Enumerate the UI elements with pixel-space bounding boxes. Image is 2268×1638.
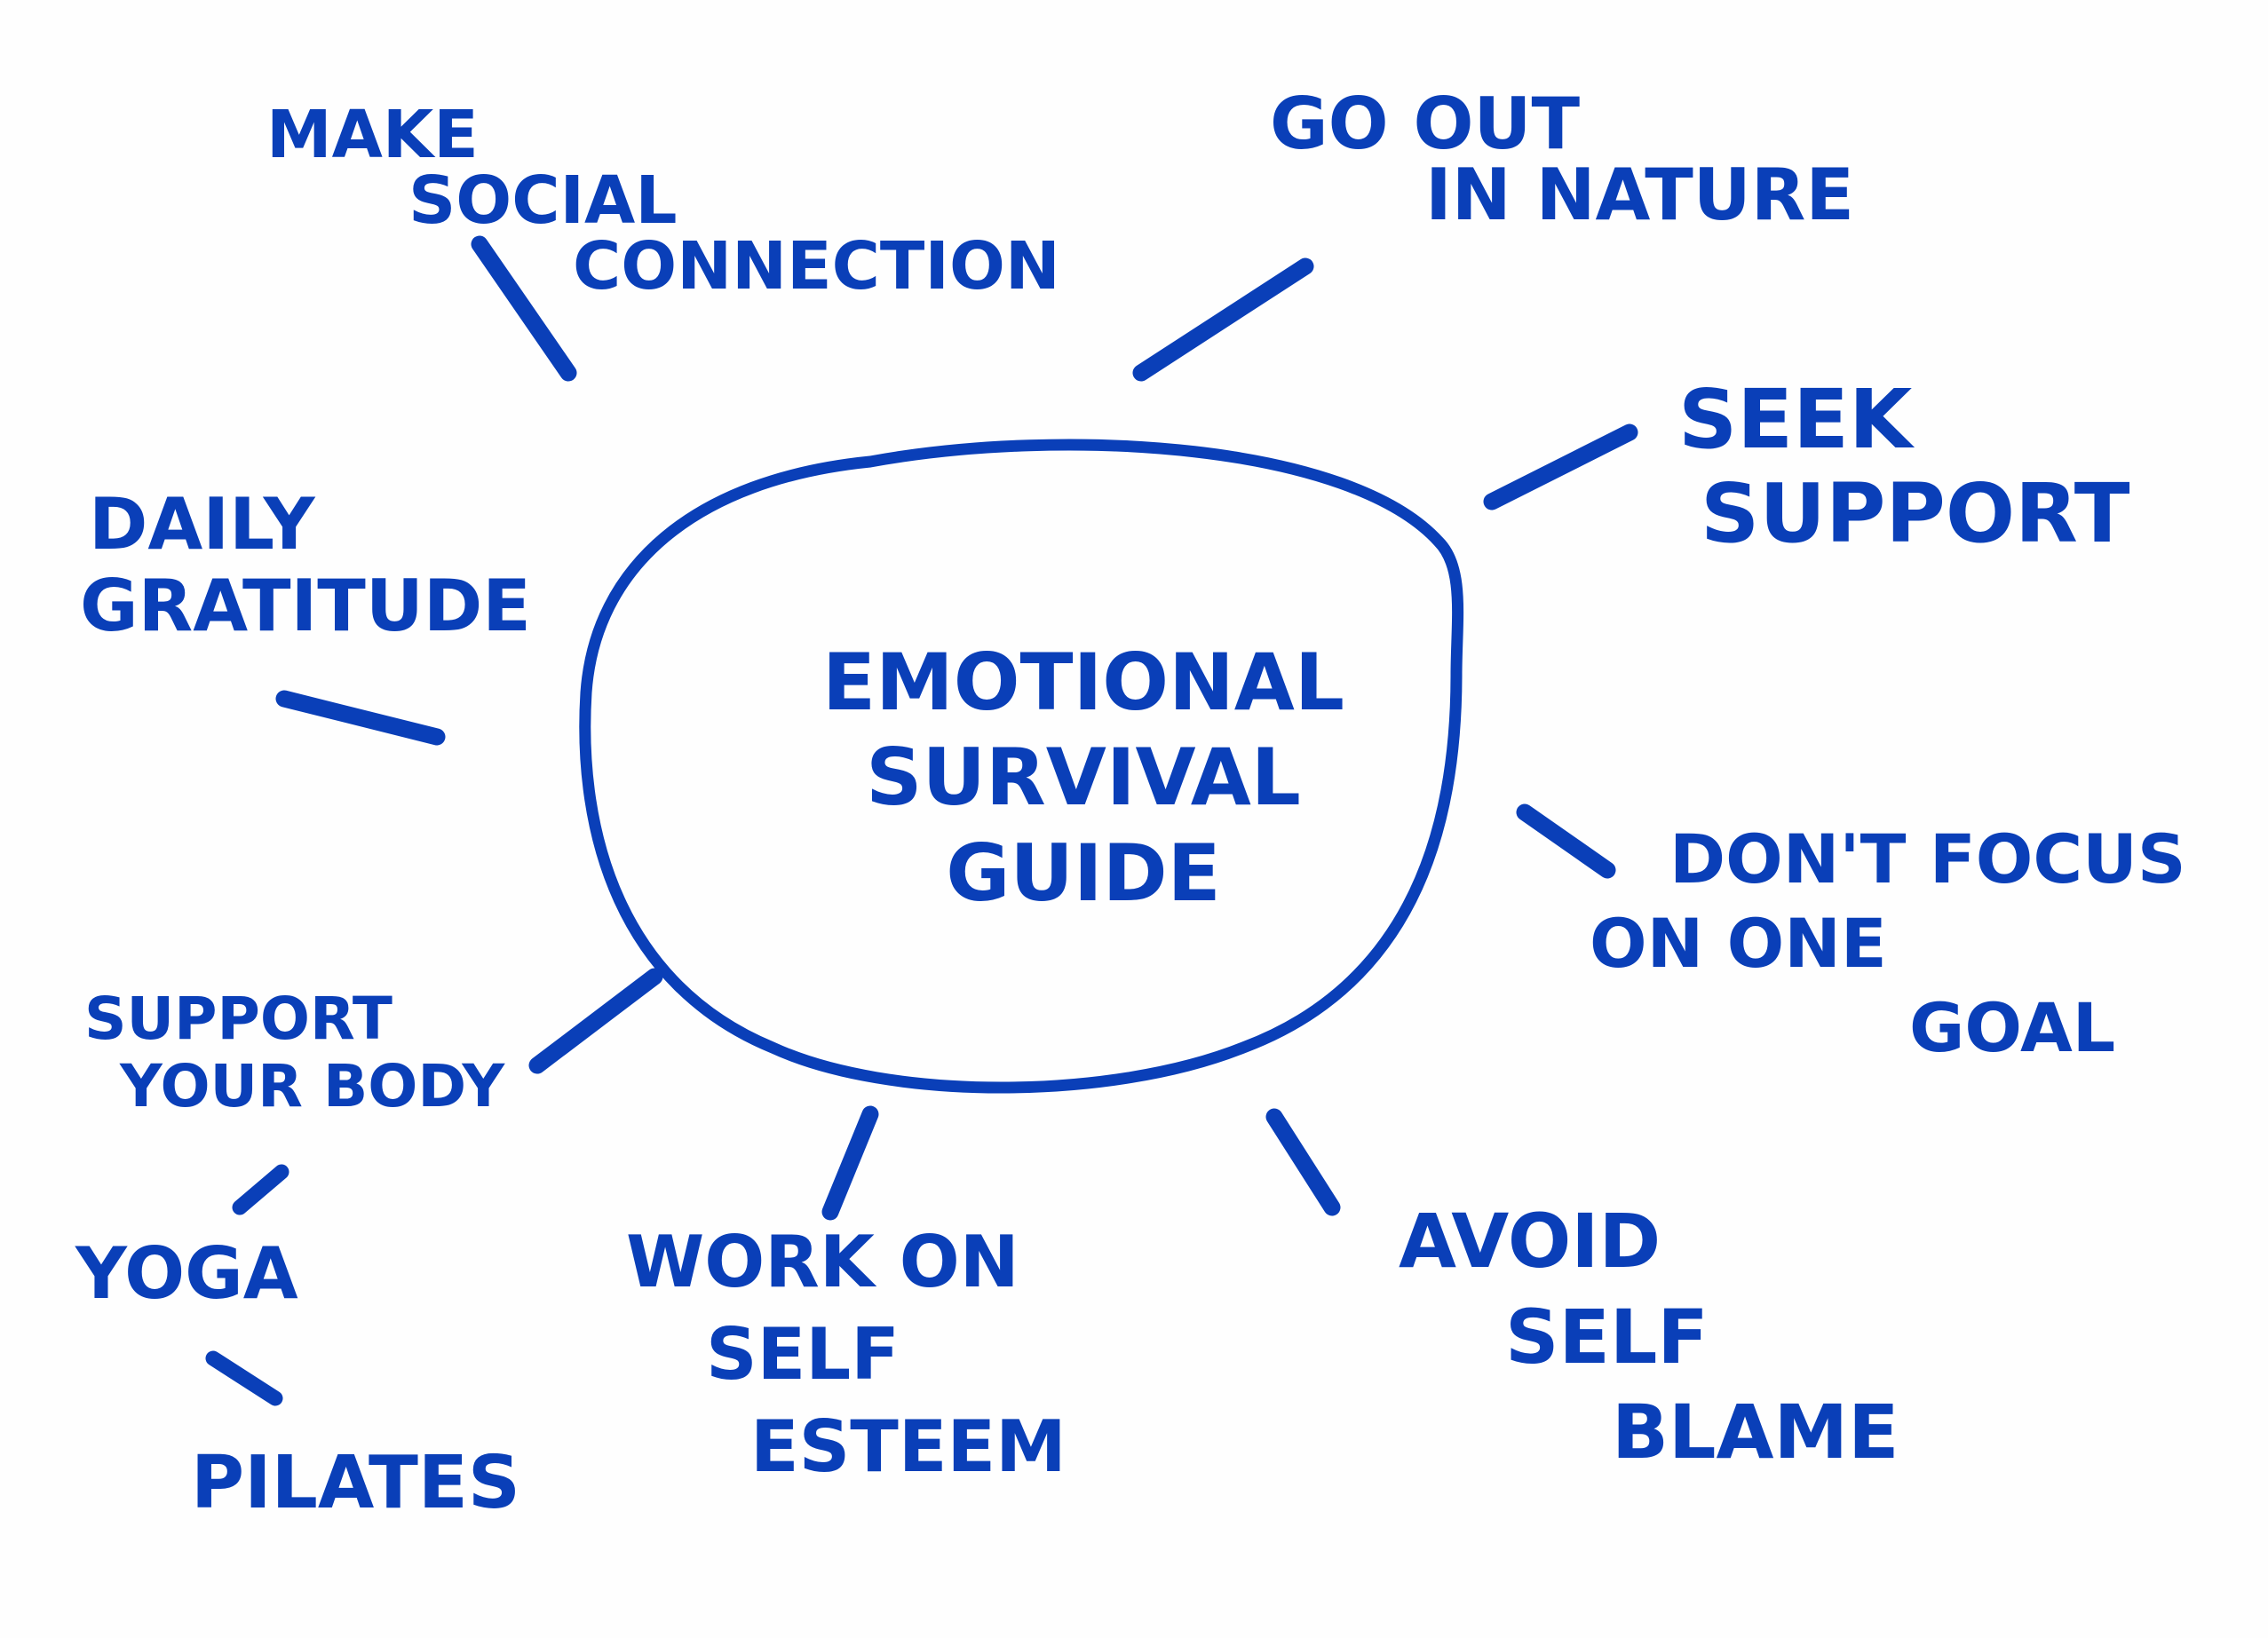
connector-gratitude [275,690,446,746]
central-topic-line-3: Guide [946,827,1221,919]
connector-social [471,235,577,382]
connector-esteem [821,1105,879,1221]
connector-focus [1516,803,1616,879]
branch-support-body: Support your body [84,985,504,1120]
branch-dont-focus: Don't focus on one goal [1590,817,2186,1070]
branch-nature: Go out in Nature [1270,89,1854,231]
branch-support-line-1: Seek [1678,372,1913,467]
branch-social-line-2: Social [408,162,678,239]
branch-blame-line-1: Avoid [1399,1198,1661,1285]
branch-support-line-2: Support [1701,465,2130,561]
branch-body-line-2: your body [120,1051,505,1120]
branch-daily-gratitude: Daily Gratitude [80,484,531,647]
branch-esteem-line-2: Self [706,1313,900,1396]
branch-nature-line-2: in Nature [1425,154,1855,236]
branch-self-esteem: Work on Self Esteem [626,1216,1067,1493]
connector-nature [1132,257,1314,382]
branch-pilates: Pilates [191,1447,520,1520]
branch-body-line-1: Support [84,985,393,1053]
branch-pilates-text: Pilates [191,1441,520,1525]
branch-nature-line-1: Go out [1270,83,1581,165]
branch-esteem-line-1: Work on [626,1221,1019,1303]
branch-social-line-1: Make [266,97,479,173]
connector-body-yoga [232,1164,289,1215]
connector-support [1483,423,1638,510]
branch-seek-support: Seek Support [1678,373,2130,561]
branch-yoga-text: Yoga [75,1232,298,1315]
branch-blame-line-3: Blame [1612,1389,1899,1476]
branch-esteem-line-3: Esteem [750,1405,1067,1488]
central-topic: Emotional Survival Guide [764,635,1403,921]
branch-social-connection: Make Social Connection [266,102,1060,299]
branch-social-line-3: Connection [573,228,1060,305]
branch-avoid-self-blame: Avoid Self Blame [1399,1194,1899,1481]
central-topic-line-2: Survival [866,732,1301,824]
connector-blame [1265,1108,1341,1216]
branch-yoga: Yoga [75,1238,298,1310]
branch-gratitude-line-2: Gratitude [80,565,531,647]
branch-focus-line-2: on one [1590,904,1887,983]
center-circle [579,439,1464,1094]
branch-focus-line-1: Don't focus [1669,819,2186,898]
central-topic-line-1: Emotional [822,637,1344,728]
connector-yoga-pilates [205,1350,283,1406]
branch-blame-line-2: Self [1505,1293,1709,1381]
branch-focus-line-3: goal [1909,988,2116,1067]
branch-gratitude-line-1: Daily [89,483,315,566]
connector-body [528,968,663,1074]
